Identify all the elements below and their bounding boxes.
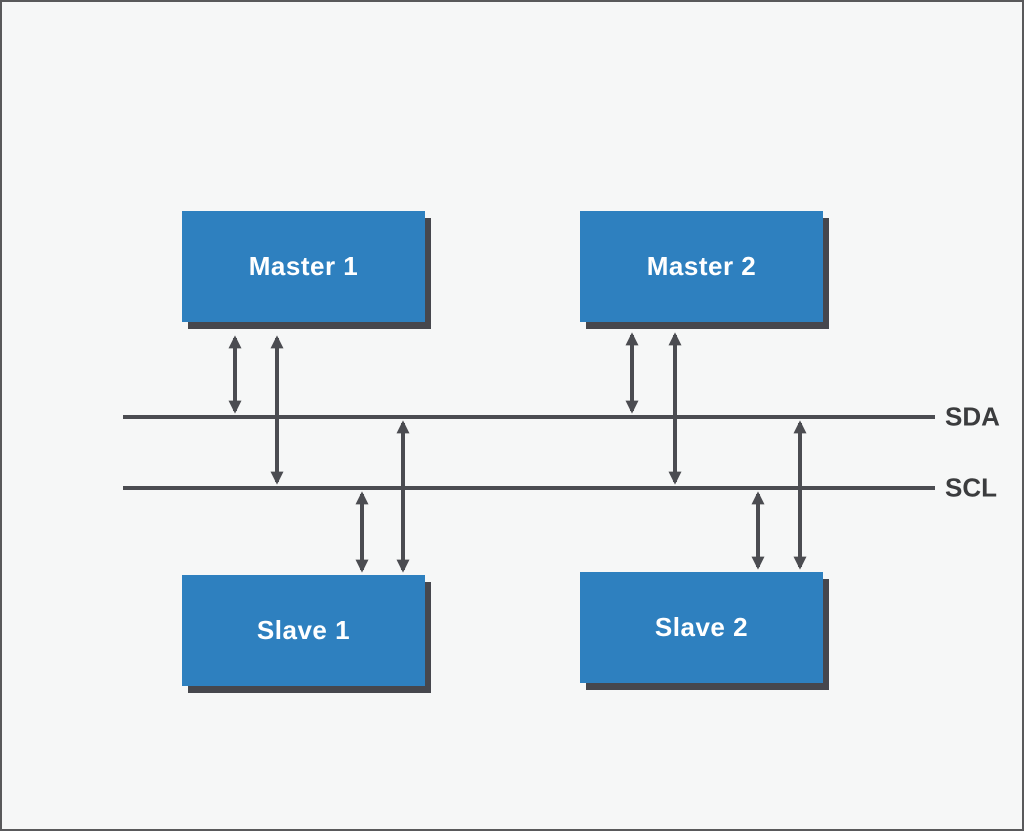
node-master1: Master 1	[182, 211, 425, 322]
node-slave2-label: Slave 2	[654, 612, 749, 642]
node-master2-label: Master 2	[646, 251, 757, 281]
node-master1-label: Master 1	[248, 251, 359, 281]
node-master2: Master 2	[580, 211, 823, 322]
node-slave2: Slave 2	[580, 572, 823, 683]
sda-bus-label: SDA	[945, 401, 1000, 432]
node-slave1-label: Slave 1	[256, 615, 351, 645]
scl-bus-label: SCL	[945, 472, 997, 503]
node-slave1: Slave 1	[182, 575, 425, 686]
